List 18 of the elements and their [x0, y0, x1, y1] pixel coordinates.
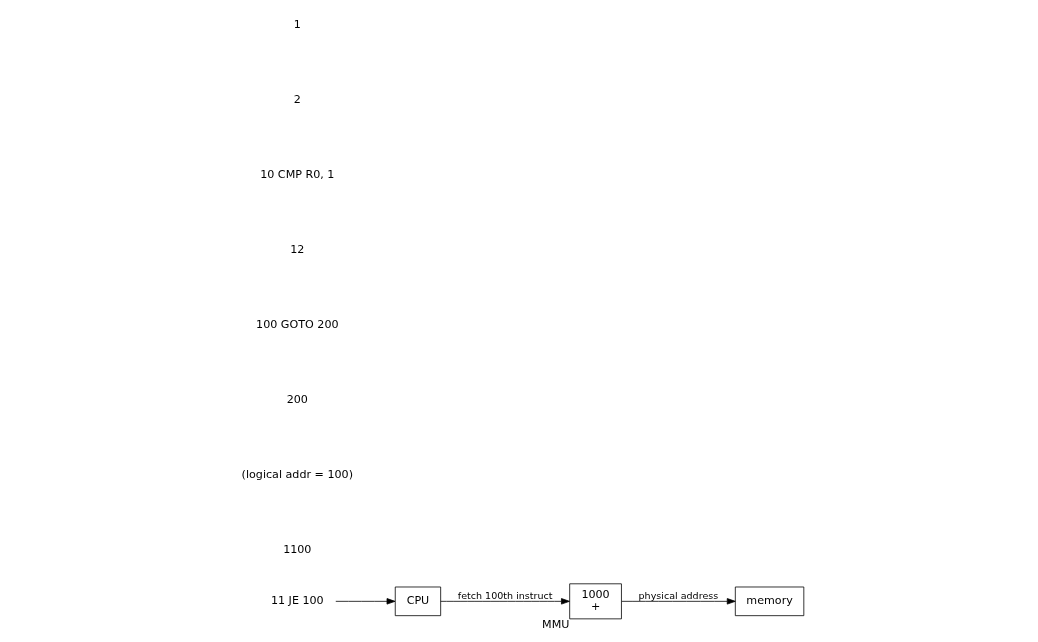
label: 2	[293, 93, 301, 107]
arrow	[334, 598, 395, 605]
label: 200	[286, 392, 308, 406]
node-text: 11 JE 100	[270, 594, 324, 608]
arrow	[439, 598, 570, 605]
node-box: 1000 +	[568, 583, 622, 620]
edge-label: fetch 100th instruct	[457, 589, 553, 601]
label: 1100	[282, 542, 311, 556]
edge-label: physical address	[638, 589, 718, 601]
node-box: CPU	[394, 586, 441, 617]
label: 1	[293, 18, 301, 32]
node-box: memory	[734, 586, 804, 617]
label: 12	[289, 243, 304, 257]
arrow	[620, 598, 736, 605]
label: (logical addr = 100)	[241, 467, 353, 481]
node-label: MMU	[541, 617, 569, 631]
label: 100 GOTO 200	[255, 317, 339, 331]
label: 10 CMP R0, 1	[259, 168, 334, 182]
